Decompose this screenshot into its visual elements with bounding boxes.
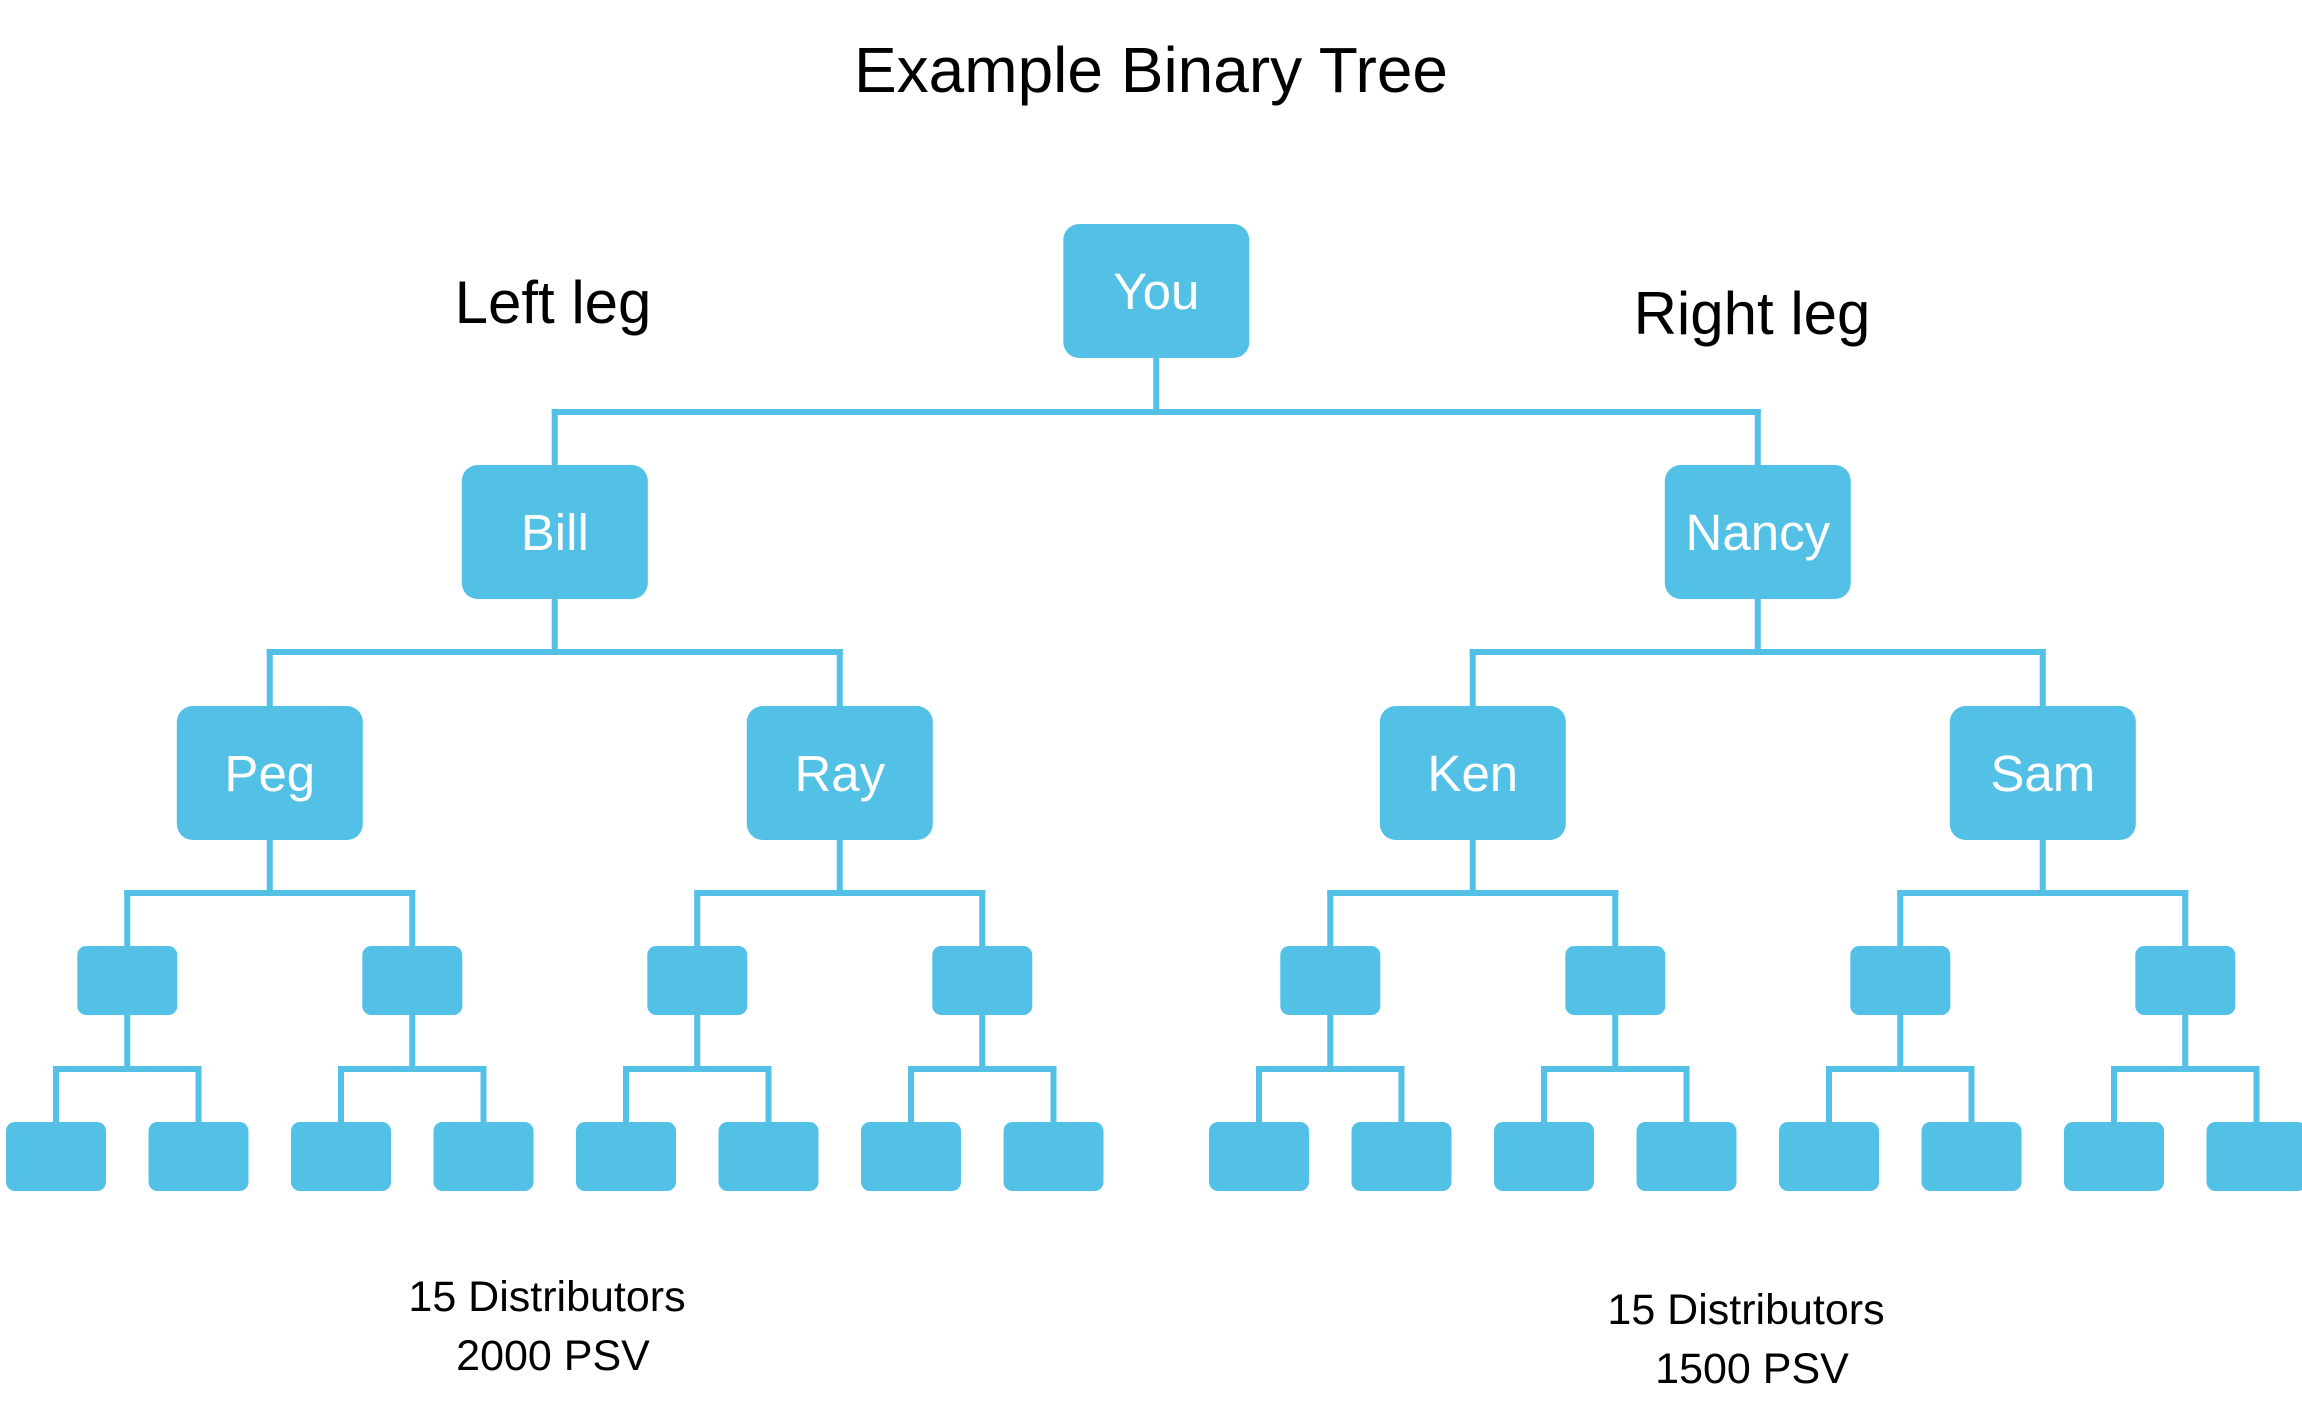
node-box-peg <box>176 706 363 840</box>
tree-node-n-1-0-1-0 <box>1494 1122 1594 1191</box>
tree-node-n-0-1-0 <box>647 946 748 1015</box>
node-box-n-0-0-0-0 <box>6 1122 106 1191</box>
tree-node-sam: Sam <box>1949 706 2136 840</box>
node-box-n-0-0-0 <box>77 946 178 1015</box>
node-box-n-0-1-0-1 <box>718 1122 819 1191</box>
tree-node-n-0-0-1-1 <box>433 1122 534 1191</box>
tree-node-nancy: Nancy <box>1664 465 1851 599</box>
node-label-nancy: Nancy <box>1686 504 1831 561</box>
node-box-n-1-1-1 <box>2135 946 2236 1015</box>
node-box-n-1-1-1-1 <box>2206 1122 2302 1191</box>
node-box-n-1-1-0-1 <box>1921 1122 2022 1191</box>
tree-node-ken: Ken <box>1379 706 1566 840</box>
right-leg-psv: 1500 PSV <box>1655 1345 1849 1393</box>
node-box-n-0-0-1 <box>362 946 463 1015</box>
right-leg-label: Right leg <box>1634 280 1871 347</box>
node-label-ray: Ray <box>794 745 885 802</box>
node-box-n-1-0-0-0 <box>1209 1122 1309 1191</box>
node-box-n-1-1-0-0 <box>1779 1122 1879 1191</box>
tree-node-n-1-0-0 <box>1280 946 1381 1015</box>
node-box-n-0-1-1-1 <box>1003 1122 1104 1191</box>
tree-node-n-1-0-0-0 <box>1209 1122 1309 1191</box>
page-title: Example Binary Tree <box>854 34 1448 106</box>
node-box-n-0-0-0-1 <box>148 1122 249 1191</box>
tree-node-bill: Bill <box>461 465 648 599</box>
tree-node-n-0-1-1-1 <box>1003 1122 1104 1191</box>
left-leg-distributors: 15 Distributors <box>408 1273 685 1321</box>
tree-connectors <box>53 355 2260 1125</box>
right-leg-summary: 15 Distributors 1500 PSV <box>1607 1286 1896 1393</box>
tree-node-n-0-0-1-0 <box>291 1122 391 1191</box>
node-box-n-1-0-1-1 <box>1636 1122 1737 1191</box>
node-box-n-0-1-0-0 <box>576 1122 676 1191</box>
tree-node-n-0-1-0-1 <box>718 1122 819 1191</box>
node-label-ken: Ken <box>1427 745 1518 802</box>
node-label-sam: Sam <box>1990 745 2095 802</box>
tree-node-n-0-0-1 <box>362 946 463 1015</box>
node-box-n-0-1-1 <box>932 946 1033 1015</box>
tree-node-n-1-0-0-1 <box>1351 1122 1452 1191</box>
tree-node-n-1-1-0-0 <box>1779 1122 1879 1191</box>
tree-node-n-0-0-0-0 <box>6 1122 106 1191</box>
node-box-you <box>1063 224 1250 358</box>
node-box-n-0-0-1-1 <box>433 1122 534 1191</box>
node-box-ken <box>1379 706 1566 840</box>
node-label-peg: Peg <box>224 745 315 802</box>
node-box-n-1-1-1-0 <box>2064 1122 2164 1191</box>
tree-node-n-0-1-1 <box>932 946 1033 1015</box>
tree-node-n-1-0-1 <box>1565 946 1666 1015</box>
node-box-n-0-0-1-0 <box>291 1122 391 1191</box>
left-leg-label: Left leg <box>455 269 652 336</box>
tree-node-ray: Ray <box>746 706 933 840</box>
node-box-n-0-1-1-0 <box>861 1122 961 1191</box>
tree-node-n-1-1-0 <box>1850 946 1951 1015</box>
tree-node-n-1-1-1-1 <box>2206 1122 2302 1191</box>
node-box-sam <box>1949 706 2136 840</box>
tree-node-n-1-1-0-1 <box>1921 1122 2022 1191</box>
tree-node-n-0-0-0 <box>77 946 178 1015</box>
node-box-nancy <box>1664 465 1851 599</box>
tree-node-n-0-1-0-0 <box>576 1122 676 1191</box>
node-box-n-1-0-0 <box>1280 946 1381 1015</box>
node-label-you: You <box>1113 263 1199 320</box>
node-box-bill <box>461 465 648 599</box>
tree-node-n-0-0-0-1 <box>148 1122 249 1191</box>
node-box-n-1-1-0 <box>1850 946 1951 1015</box>
left-leg-summary: 15 Distributors 2000 PSV <box>408 1273 697 1380</box>
node-label-bill: Bill <box>521 504 589 561</box>
node-box-n-1-0-0-1 <box>1351 1122 1452 1191</box>
tree-node-n-1-1-1-0 <box>2064 1122 2164 1191</box>
tree-node-peg: Peg <box>176 706 363 840</box>
left-leg-psv: 2000 PSV <box>456 1332 650 1380</box>
node-box-ray <box>746 706 933 840</box>
node-box-n-1-0-1-0 <box>1494 1122 1594 1191</box>
tree-node-n-0-1-1-0 <box>861 1122 961 1191</box>
tree-node-n-1-1-1 <box>2135 946 2236 1015</box>
tree-node-n-1-0-1-1 <box>1636 1122 1737 1191</box>
right-leg-distributors: 15 Distributors <box>1607 1286 1884 1334</box>
node-box-n-1-0-1 <box>1565 946 1666 1015</box>
tree-node-you: You <box>1063 224 1250 358</box>
node-box-n-0-1-0 <box>647 946 748 1015</box>
